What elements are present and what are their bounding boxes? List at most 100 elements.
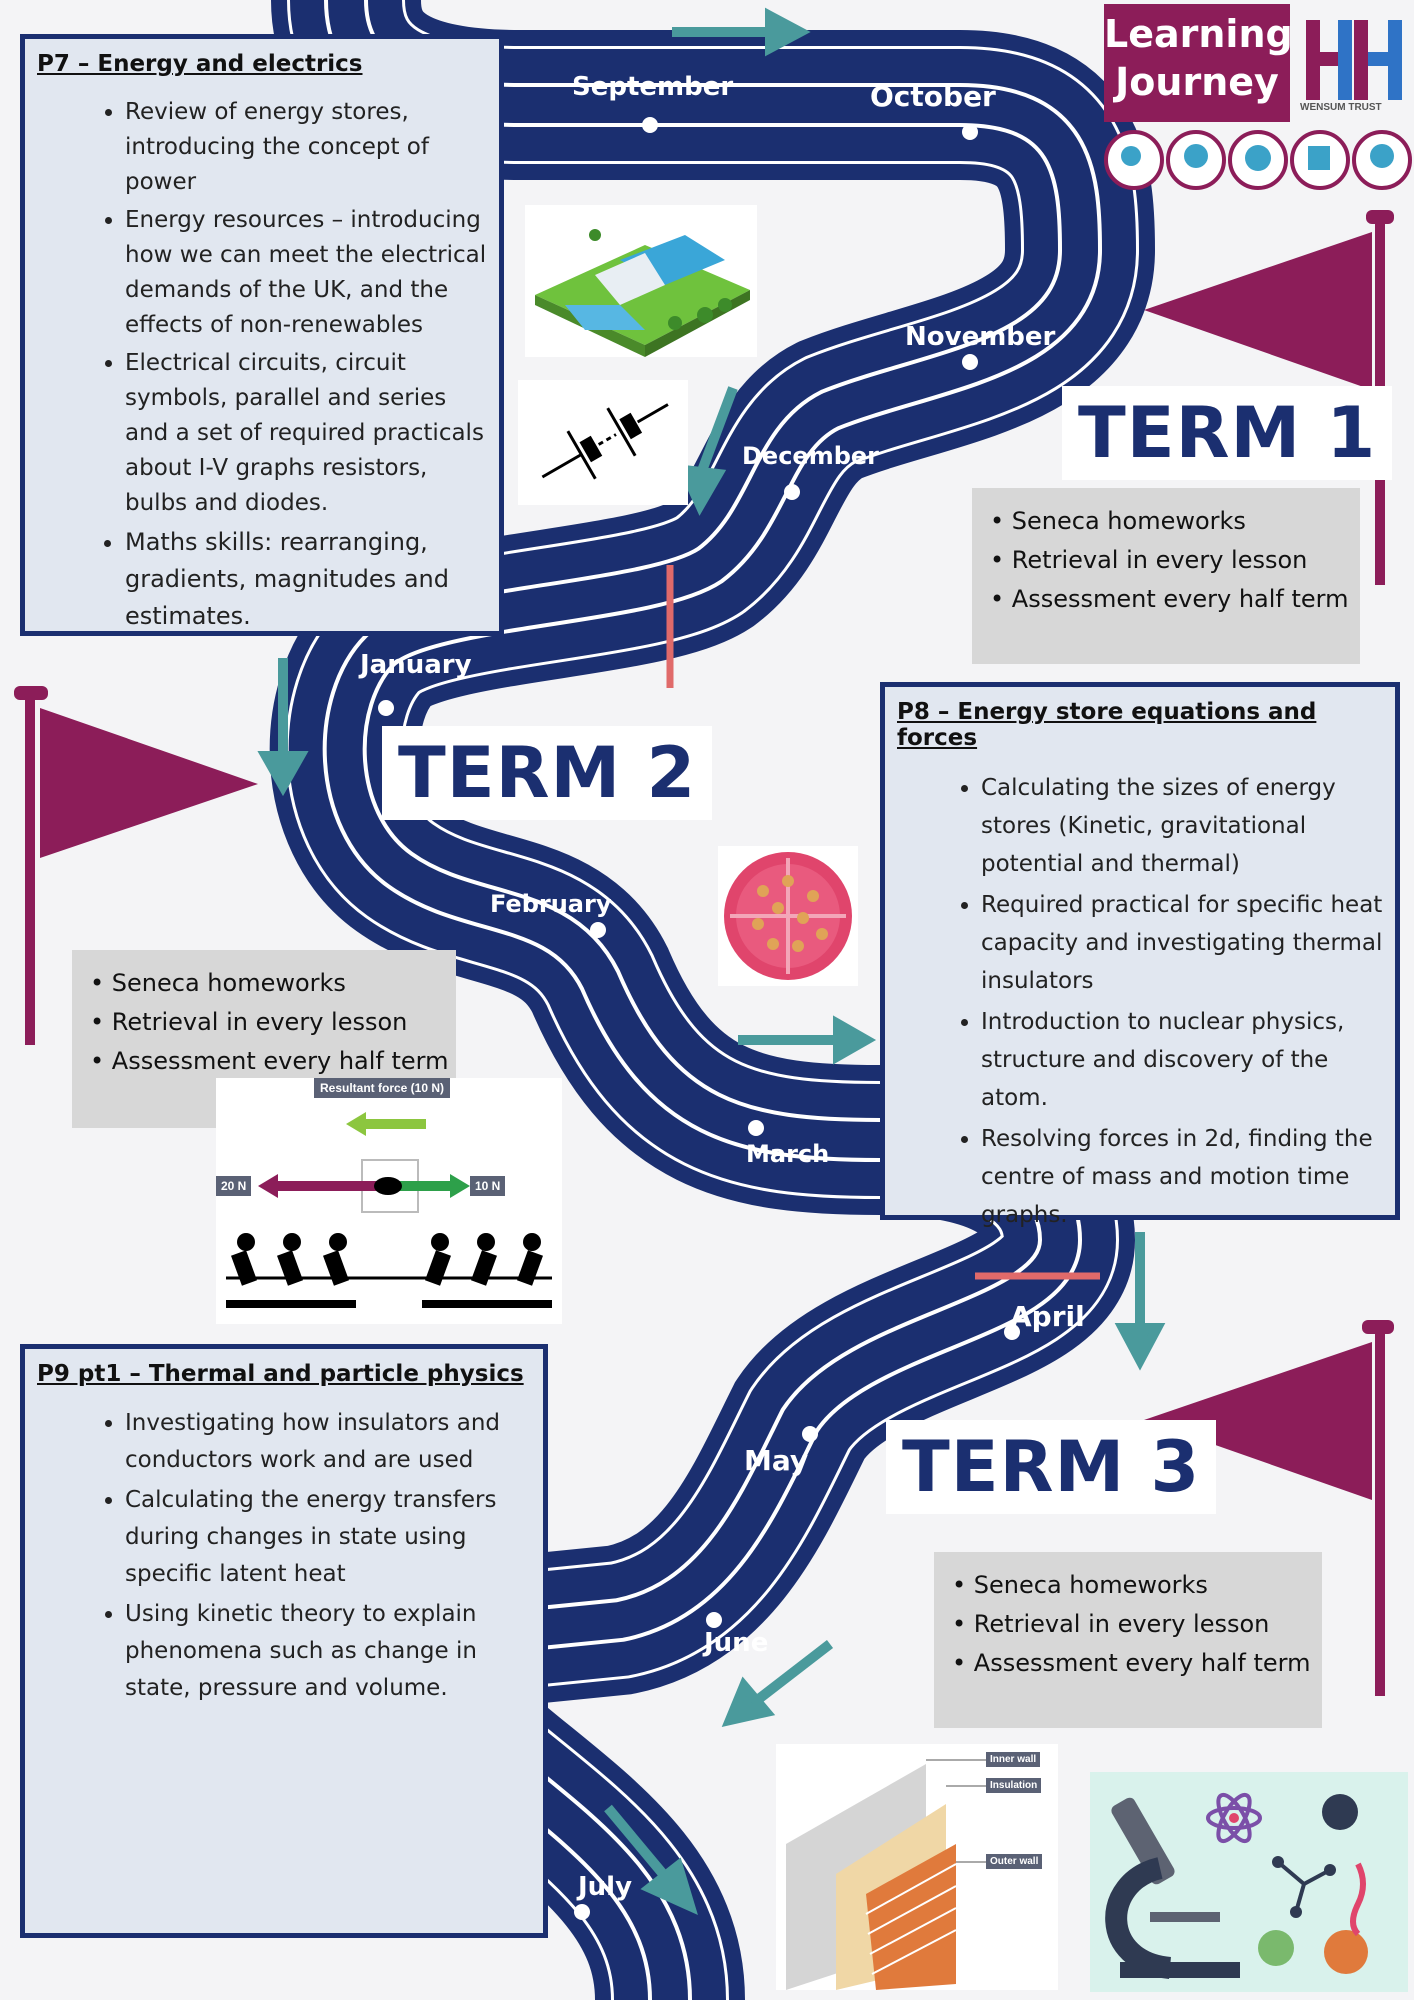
list-item: Review of energy stores, introducing the… — [125, 95, 487, 200]
marker-february — [590, 922, 606, 938]
reminder-text: Assessment every half term — [973, 1649, 1311, 1677]
list-item: Investigating how insulators and conduct… — [125, 1405, 531, 1479]
science-microscope-illustration — [1090, 1772, 1408, 1992]
values-icons — [1104, 130, 1412, 190]
month-label: February — [490, 890, 612, 918]
list-item: Maths skills: rearranging, gradients, ma… — [125, 524, 487, 635]
month-label: January — [360, 650, 472, 680]
reminder-item: • Seneca homeworks — [90, 969, 346, 997]
month-label: October — [870, 80, 996, 113]
wall-insulation-illustration: Inner wall Insulation Outer wall — [776, 1744, 1058, 1990]
force-diagram — [226, 1112, 552, 1308]
arrow-downright-7 — [640, 1857, 698, 1916]
flag-term2 — [14, 686, 258, 1045]
arrow-right-1 — [765, 7, 811, 57]
month-markers — [378, 117, 1020, 1920]
trust-logo-icon — [1306, 20, 1402, 100]
marker-march — [748, 1120, 764, 1136]
list-item: Required practical for specific heat cap… — [981, 886, 1383, 1000]
p7-panel: P7 – Energy and electrics Review of ener… — [20, 34, 504, 636]
month-label: May — [744, 1444, 809, 1477]
p7-title: P7 – Energy and electrics — [37, 51, 363, 77]
marker-january — [378, 700, 394, 716]
nucleus-illustration — [718, 846, 858, 986]
left-force-label: 20 N — [216, 1176, 252, 1196]
term3-reminders: • Seneca homeworks • Retrieval in every … — [934, 1552, 1322, 1728]
bacteria-icon — [1258, 1930, 1294, 1966]
reminder-text: Assessment every half term — [111, 1047, 449, 1075]
p7-list: Review of energy stores, introducing the… — [25, 95, 499, 635]
arrow-downleft-6 — [721, 1676, 776, 1727]
marker-september — [642, 117, 658, 133]
dna-icon — [1350, 1862, 1366, 1937]
inner-wall-label: Inner wall — [986, 1752, 1041, 1767]
logo-line1: Learning — [1104, 12, 1293, 56]
outer-wall-label: Outer wall — [986, 1854, 1043, 1869]
arrow-down-3 — [257, 751, 309, 797]
reminder-text: Seneca homeworks — [111, 969, 346, 997]
term1-reminders: • Seneca homeworks • Retrieval in every … — [972, 488, 1360, 664]
list-item: Electrical circuits, circuit symbols, pa… — [125, 346, 487, 521]
resultant-force-label: Resultant force (10 N) — [314, 1078, 451, 1098]
tug-of-war-illustration: Resultant force (10 N) 20 N 10 N — [216, 1078, 562, 1324]
wall-drawing — [786, 1759, 986, 1990]
people-icon — [226, 1233, 552, 1308]
month-label: December — [742, 442, 880, 470]
marker-november — [962, 354, 978, 370]
trust-name: WENSUM TRUST — [1300, 102, 1382, 113]
reminder-item: • Assessment every half term — [990, 585, 1349, 613]
marker-june — [706, 1612, 722, 1628]
list-item: Resolving forces in 2d, finding the cent… — [981, 1120, 1383, 1234]
logo-line2: Journey — [1115, 60, 1279, 104]
reminder-item: • Retrieval in every lesson — [90, 1008, 408, 1036]
term1-title: TERM 1 — [1062, 386, 1393, 480]
insulation-label: Insulation — [986, 1778, 1042, 1793]
reminder-item: • Seneca homeworks — [990, 507, 1246, 535]
arrow-down-2 — [675, 463, 727, 516]
arrow-right-4 — [833, 1015, 877, 1065]
hydro-dam-illustration — [525, 205, 757, 357]
resultant-arrow-icon — [346, 1112, 366, 1136]
reminder-text: Retrieval in every lesson — [111, 1008, 408, 1036]
p8-title: P8 – Energy store equations and forces — [897, 699, 1317, 751]
marker-october — [962, 124, 978, 140]
list-item: Calculating the energy transfers during … — [125, 1482, 531, 1593]
atom-icon — [1206, 1792, 1262, 1844]
microscope-icon — [1105, 1797, 1240, 1979]
virus-icon — [1322, 1794, 1358, 1830]
marker-july — [574, 1904, 590, 1920]
reminder-item: • Retrieval in every lesson — [952, 1610, 1270, 1638]
month-label: March — [746, 1140, 830, 1168]
road-centre — [326, 0, 1099, 2000]
list-item: Energy resources – introducing how we ca… — [125, 203, 487, 343]
flag-term3 — [1144, 1320, 1394, 1696]
reminder-item: • Assessment every half term — [952, 1649, 1311, 1677]
month-label: November — [905, 322, 1056, 352]
month-label: July — [578, 1872, 633, 1902]
right-force-label: 10 N — [470, 1176, 506, 1196]
cell-icon — [1324, 1930, 1368, 1974]
learning-journey-logo: Learning Journey — [1104, 4, 1293, 122]
direction-arrows — [257, 7, 1166, 1916]
marker-december — [784, 484, 800, 500]
reminder-text: Assessment every half term — [1011, 585, 1349, 613]
reminder-item: • Seneca homeworks — [952, 1571, 1208, 1599]
reminder-item: • Assessment every half term — [90, 1047, 449, 1075]
reminder-text: Seneca homeworks — [973, 1571, 1208, 1599]
reminder-text: Seneca homeworks — [1011, 507, 1246, 535]
term3-title: TERM 3 — [886, 1420, 1217, 1514]
list-item: Using kinetic theory to explain phenomen… — [125, 1596, 531, 1707]
marker-april — [1004, 1324, 1020, 1340]
list-item: Calculating the sizes of energy stores (… — [981, 769, 1383, 883]
marker-may — [802, 1426, 818, 1442]
list-item: Introduction to nuclear physics, structu… — [981, 1003, 1383, 1117]
p8-list: Calculating the sizes of energy stores (… — [885, 769, 1395, 1234]
p9-title: P9 pt1 – Thermal and particle physics — [37, 1361, 524, 1387]
arrow-down-5 — [1114, 1323, 1166, 1371]
p9-panel: P9 pt1 – Thermal and particle physics In… — [20, 1344, 548, 1938]
reminder-text: Retrieval in every lesson — [1011, 546, 1308, 574]
reminder-text: Retrieval in every lesson — [973, 1610, 1270, 1638]
month-label: April — [1010, 1300, 1085, 1333]
term2-title: TERM 2 — [382, 726, 713, 820]
